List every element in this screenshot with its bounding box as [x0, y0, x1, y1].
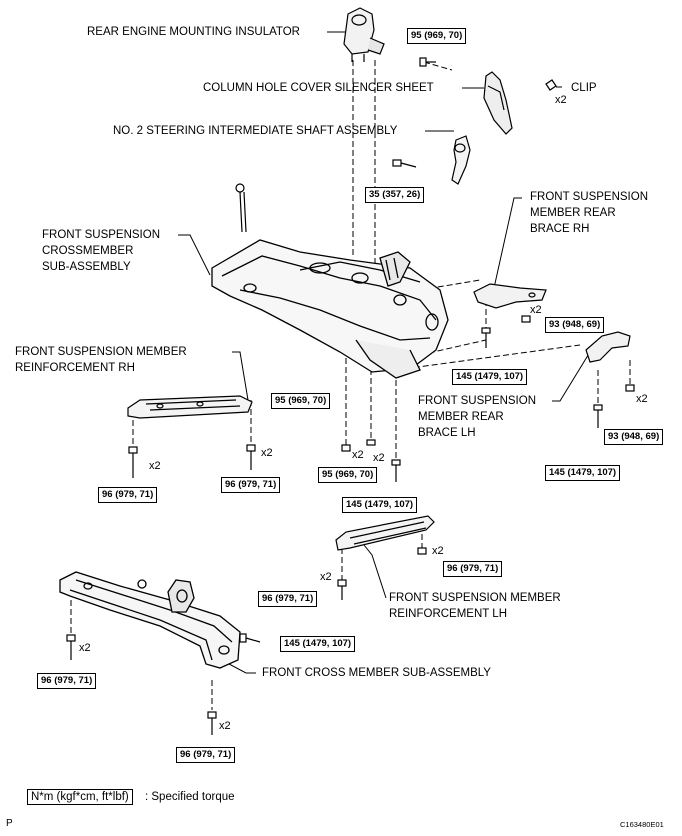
torque-reinf-rh-left: 96 (979, 71)	[98, 487, 158, 503]
label-reinforcement-lh-line2: REINFORCEMENT LH	[389, 608, 507, 620]
legend-description: : Specified torque	[145, 791, 235, 803]
label-reinforcement-rh-line1: FRONT SUSPENSION MEMBER	[15, 346, 187, 358]
label-crossmember-line3: SUB-ASSEMBLY	[42, 261, 131, 273]
torque-crossmember-bolt: 145 (1479, 107)	[342, 497, 418, 513]
torque-front-cross-left: 96 (979, 71)	[37, 673, 97, 689]
label-front-cross-member: FRONT CROSS MEMBER SUB-ASSEMBLY	[262, 667, 491, 679]
figure-code: C163480E01	[620, 820, 664, 829]
multiplier-reinf-lh-right: x2	[432, 545, 444, 557]
label-rear-brace-rh-line3: BRACE RH	[530, 223, 590, 235]
label-rear-brace-rh-line1: FRONT SUSPENSION	[530, 191, 648, 203]
torque-reinf-rh-right: 96 (979, 71)	[221, 477, 281, 493]
multiplier-front-cross-left: x2	[79, 642, 91, 654]
torque-insulator-bolt: 95 (969, 70)	[407, 28, 467, 44]
multiplier-clip: x2	[555, 94, 567, 106]
torque-reinf-lh-left: 96 (979, 71)	[258, 591, 318, 607]
multiplier-reinf-rh-right: x2	[261, 447, 273, 459]
torque-brace-lh-main-bolt: 145 (1479, 107)	[545, 465, 621, 481]
label-rear-brace-lh-line3: BRACE LH	[418, 427, 476, 439]
torque-brace-rh-main-bolt: 145 (1479, 107)	[452, 369, 528, 385]
torque-shaft-bolt: 35 (357, 26)	[365, 187, 425, 203]
torque-brace-lh-bolt: 93 (948, 69)	[604, 429, 664, 445]
torque-reinf-lh-right: 96 (979, 71)	[443, 561, 503, 577]
label-rear-brace-lh-line2: MEMBER REAR	[418, 411, 504, 423]
label-crossmember-line2: CROSSMEMBER	[42, 245, 134, 257]
label-rear-brace-rh-line2: MEMBER REAR	[530, 207, 616, 219]
multiplier-reinf-lh-left: x2	[320, 571, 332, 583]
label-rear-engine-mounting-insulator: REAR ENGINE MOUNTING INSULATOR	[87, 26, 300, 38]
multiplier-brace-rh-bolt: x2	[530, 304, 542, 316]
torque-brace-rh-bolt: 93 (948, 69)	[545, 317, 605, 333]
label-crossmember-line1: FRONT SUSPENSION	[42, 229, 160, 241]
torque-front-cross-bottom: 96 (979, 71)	[176, 747, 236, 763]
label-reinforcement-rh-line2: REINFORCEMENT RH	[15, 362, 135, 374]
label-clip: CLIP	[571, 82, 597, 94]
label-reinforcement-lh-line1: FRONT SUSPENSION MEMBER	[389, 592, 561, 604]
multiplier-center-bolt: x2	[352, 449, 364, 461]
multiplier-front-cross-bottom: x2	[219, 720, 231, 732]
torque-center-bolt-lower: 95 (969, 70)	[318, 467, 378, 483]
footer-letter: P	[6, 818, 13, 829]
multiplier-reinf-rh-left: x2	[149, 460, 161, 472]
label-rear-brace-lh-line1: FRONT SUSPENSION	[418, 395, 536, 407]
multiplier-center-bolt-2: x2	[373, 452, 385, 464]
label-column-hole-cover: COLUMN HOLE COVER SILENCER SHEET	[203, 82, 434, 94]
torque-center-bolt-upper: 95 (969, 70)	[271, 393, 331, 409]
legend-torque-key: N*m (kgf*cm, ft*lbf)	[27, 789, 133, 805]
multiplier-brace-lh-bolt: x2	[636, 393, 648, 405]
torque-front-cross-bolt: 145 (1479, 107)	[280, 636, 356, 652]
label-steering-shaft: NO. 2 STEERING INTERMEDIATE SHAFT ASSEMB…	[113, 125, 398, 137]
